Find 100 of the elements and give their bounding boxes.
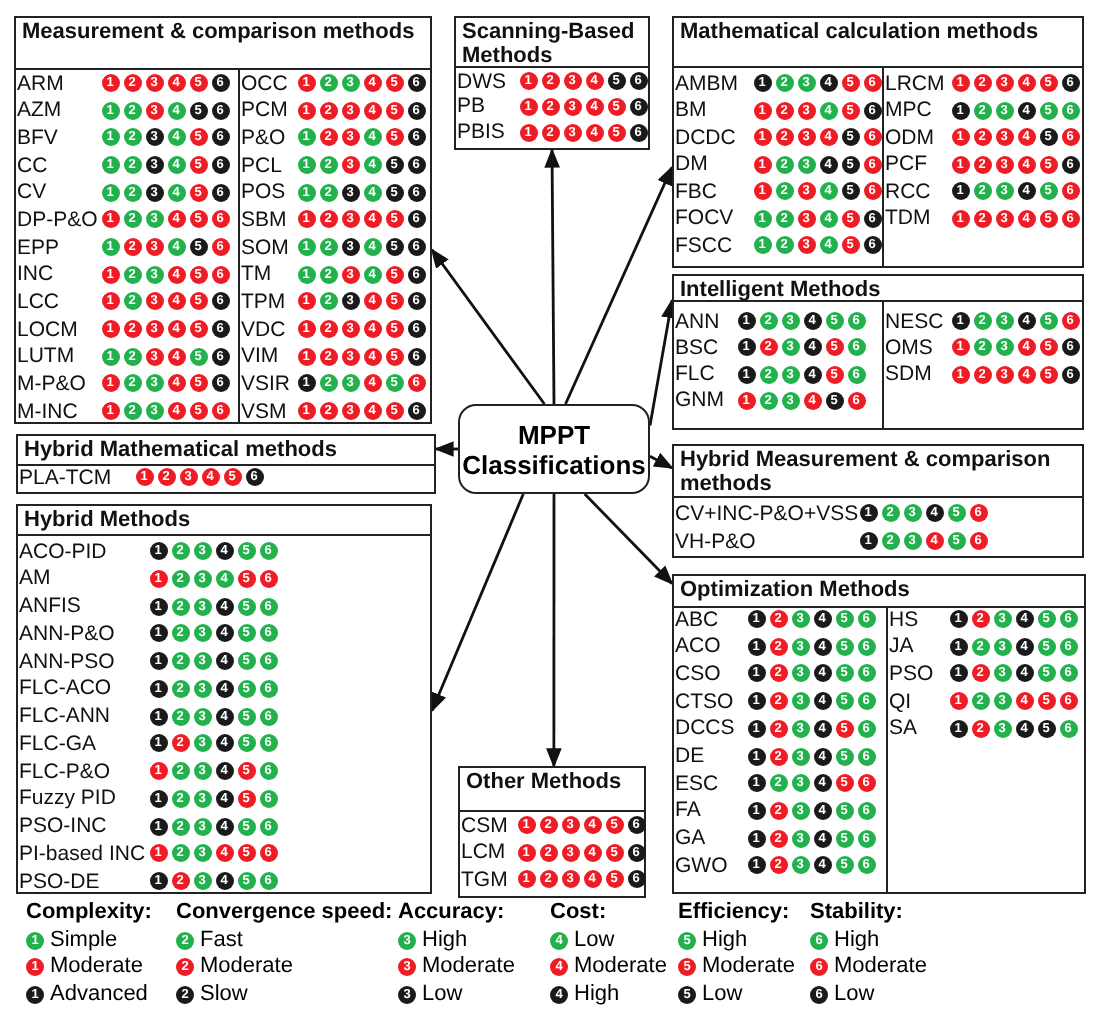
method-name: FLC-GA	[19, 729, 97, 758]
category-panel	[458, 766, 646, 898]
panel-heading: Optimization Methods	[680, 578, 912, 602]
legend-label: High	[574, 981, 620, 1007]
method-name: CSM	[461, 811, 508, 839]
method-name: BFV	[17, 123, 58, 152]
legend-label: Low	[422, 981, 463, 1007]
method-name: PCM	[241, 96, 288, 125]
method-name: AZM	[17, 96, 62, 125]
method-name: RCC	[885, 177, 931, 205]
legend-label: High	[834, 927, 880, 953]
category-panel	[672, 574, 1086, 894]
method-name: SDM	[885, 360, 932, 389]
method-name: BSC	[675, 333, 719, 362]
legend-label: Moderate	[200, 954, 293, 980]
method-name: GNM	[675, 386, 724, 415]
legend-label: Simple	[50, 927, 118, 953]
method-name: VIM	[241, 342, 279, 371]
legend-label: High	[702, 927, 748, 953]
legend-heading: Cost:	[550, 900, 607, 926]
legend-label: Fast	[200, 927, 243, 953]
method-name: PCF	[885, 150, 927, 178]
classification-box	[458, 404, 650, 494]
panel-heading: Hybrid Methods	[24, 508, 193, 532]
method-name: FLC-P&O	[19, 757, 111, 785]
arrow	[430, 493, 525, 713]
method-name: M-INC	[17, 397, 78, 426]
category-panel	[14, 16, 432, 424]
arrow	[649, 452, 674, 470]
method-name: PCL	[241, 151, 282, 179]
legend-label: Low	[834, 981, 875, 1007]
method-name: FOCV	[675, 204, 734, 232]
category-panel	[16, 504, 432, 894]
method-name: QI	[889, 687, 912, 716]
category-panel	[454, 16, 650, 150]
method-name: VSIR	[241, 369, 291, 398]
method-name: P&O	[241, 123, 286, 152]
arrow	[583, 493, 674, 585]
method-name: ACO-PID	[19, 537, 107, 565]
legend-label: Moderate	[422, 954, 515, 980]
method-name: GA	[675, 824, 706, 853]
method-name: ODM	[885, 123, 934, 151]
method-name: ABC	[675, 605, 719, 633]
method-name: LUTM	[17, 342, 75, 371]
method-name: ANN-P&O	[19, 619, 115, 648]
panel-heading: Hybrid Mathematical methods	[24, 438, 339, 462]
category-panel	[16, 434, 436, 494]
arrow	[564, 165, 674, 405]
method-name: JA	[889, 632, 914, 661]
method-name: CTSO	[675, 687, 734, 716]
method-name: HS	[889, 605, 919, 633]
method-name: SA	[889, 714, 918, 743]
panel-heading: Other Methods	[466, 770, 624, 794]
arrow	[434, 441, 458, 457]
method-name: EPP	[17, 233, 60, 262]
method-name: GWO	[675, 851, 728, 880]
method-name: DCDC	[675, 123, 736, 151]
method-name: FLC-ANN	[19, 702, 111, 730]
legend-heading: Accuracy:	[398, 900, 505, 926]
panel-heading: Scanning-Based Methods	[462, 20, 637, 68]
legend-label: Moderate	[702, 954, 795, 980]
arrow	[430, 248, 546, 405]
method-name: LRCM	[885, 69, 945, 97]
method-name: VSM	[241, 397, 287, 426]
legend-label: Moderate	[834, 954, 927, 980]
method-name: FA	[675, 796, 701, 825]
method-name: LCM	[461, 838, 506, 866]
method-name: PBIS	[457, 118, 505, 147]
method-name: AMBM	[675, 69, 738, 97]
legend-heading: Stability:	[810, 900, 903, 926]
category-panel	[672, 16, 1084, 268]
method-name: LCC	[17, 287, 60, 316]
method-name: SBM	[241, 205, 287, 234]
method-name: FSCC	[675, 231, 733, 259]
method-name: DCCS	[675, 714, 735, 743]
method-name: POS	[241, 178, 286, 207]
legend-heading: Complexity:	[26, 900, 152, 926]
method-name: TM	[241, 260, 272, 289]
method-name: PSO-INC	[19, 812, 107, 840]
arrow	[648, 298, 677, 426]
method-name: DM	[675, 150, 708, 178]
arrow	[546, 494, 562, 768]
method-name: INC	[17, 260, 54, 289]
method-name: VDC	[241, 315, 286, 344]
method-name: DP-P&O	[17, 205, 98, 234]
method-name: BM	[675, 96, 707, 124]
method-name: FLC-ACO	[19, 674, 112, 703]
method-name: FBC	[675, 177, 717, 205]
method-name: TPM	[241, 287, 286, 316]
method-name: LOCM	[17, 315, 78, 344]
method-name: TGM	[461, 865, 508, 893]
method-name: MPC	[885, 96, 932, 124]
method-name: CC	[17, 151, 48, 179]
method-name: PI-based INC	[19, 839, 146, 868]
method-name: FLC	[675, 360, 715, 389]
method-name: CV+INC-P&O+VSS	[675, 499, 859, 527]
panel-heading: Measurement & comparison methods	[22, 20, 417, 44]
method-name: VH-P&O	[675, 527, 756, 555]
panel-heading: Hybrid Measurement & comparison methods	[680, 448, 1053, 496]
method-name: ACO	[675, 632, 721, 661]
